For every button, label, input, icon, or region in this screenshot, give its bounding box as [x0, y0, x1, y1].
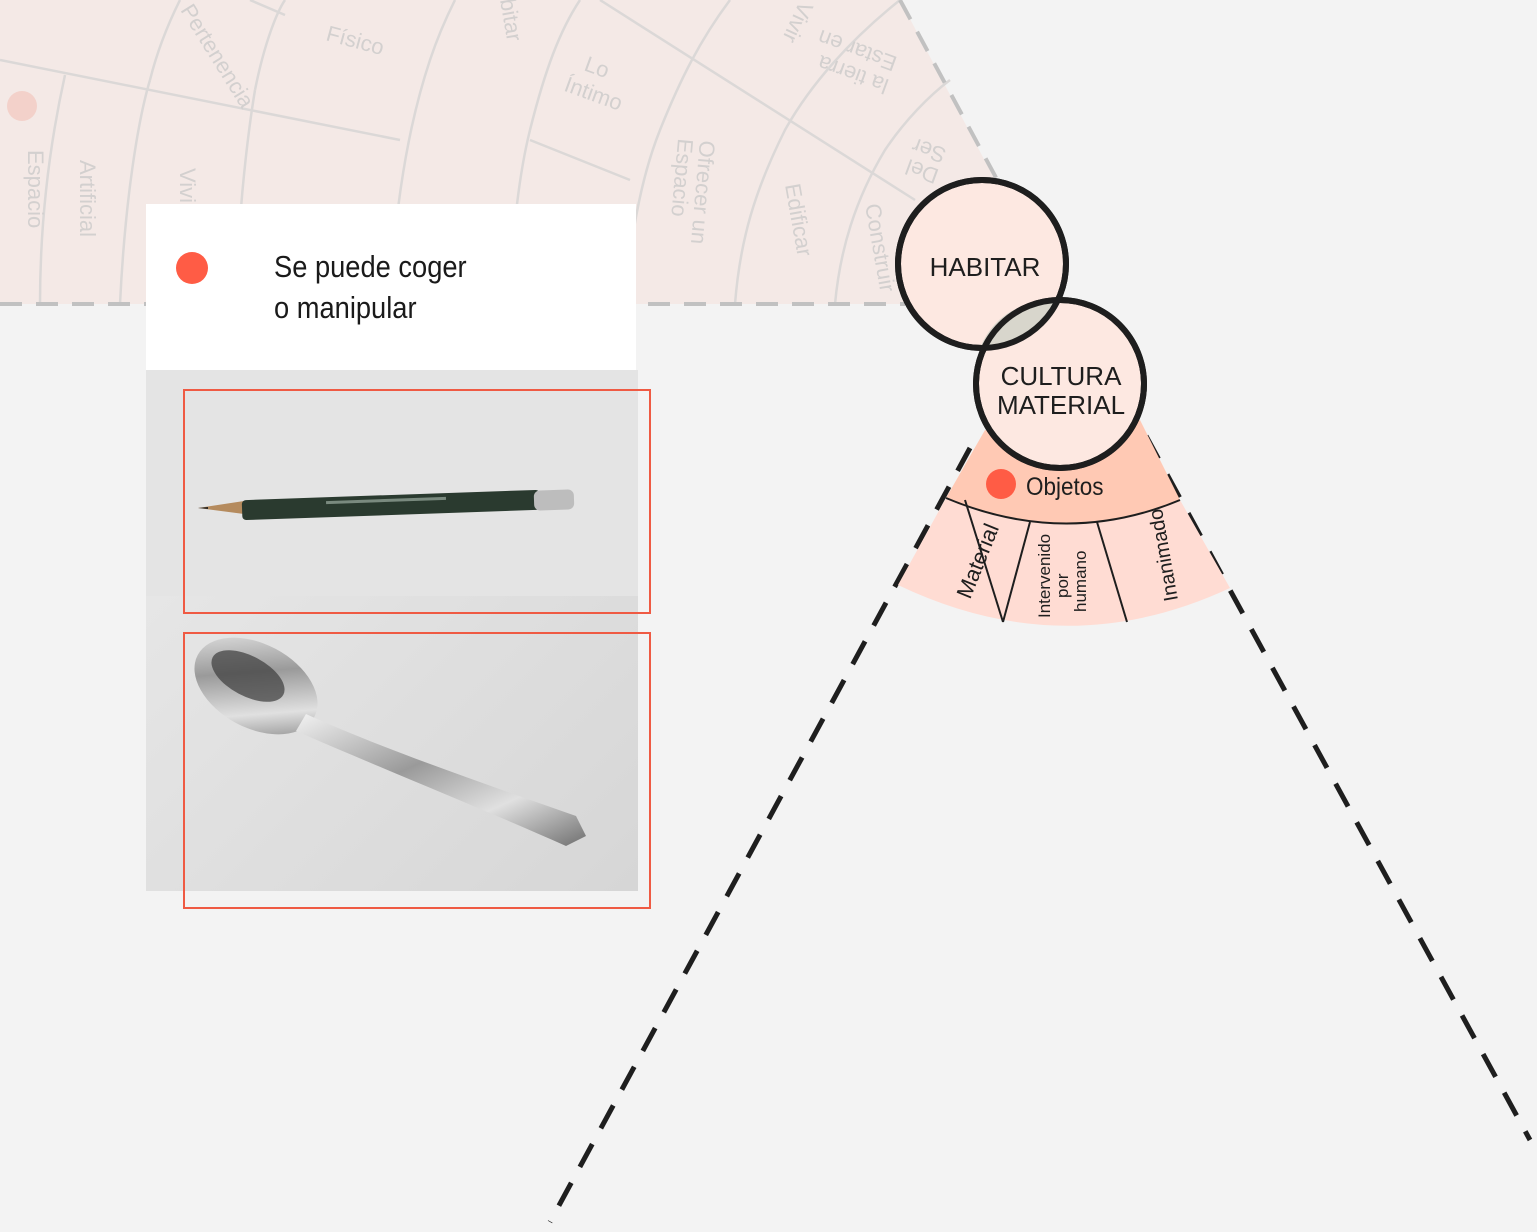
- habitar-label: HABITAR: [930, 252, 1041, 282]
- venn-overlap: [980, 300, 1060, 348]
- wheel-label-vivi: Vivi: [175, 168, 200, 203]
- wheel-label-espacio: Espacio: [23, 150, 48, 228]
- subcategory-intervenido-line1: Intervenido: [1035, 534, 1054, 618]
- legend-card: Se puede coger o manipular: [146, 204, 636, 370]
- pencil-icon: [198, 489, 575, 521]
- spoon-photo: [146, 596, 638, 891]
- legend-text: Se puede coger o manipular: [274, 246, 467, 328]
- legend-line-1: Se puede coger: [274, 249, 467, 284]
- pencil-photo: [146, 370, 638, 596]
- cultura-label: CULTURA: [1001, 361, 1123, 391]
- outer-ring: [898, 498, 1230, 626]
- spoon-icon: [194, 637, 586, 846]
- pencil-photo-frame: [183, 389, 651, 614]
- legend-marker-icon: [176, 252, 208, 284]
- venn-circles: HABITAR CULTURA MATERIAL: [895, 177, 1147, 471]
- legend-line-2: o manipular: [274, 290, 417, 325]
- subcategory-intervenido-line3: humano: [1071, 551, 1090, 612]
- spoon-photo-frame: [183, 632, 651, 909]
- subcategory-intervenido-line2: por: [1053, 573, 1072, 598]
- subcategory-intervenido: Intervenido por humano: [1035, 529, 1090, 618]
- category-objetos: Objetos: [1026, 473, 1104, 501]
- objetos-marker-icon: [986, 469, 1016, 499]
- material-label: MATERIAL: [997, 390, 1125, 420]
- wheel-label-artificial: Artificial: [75, 160, 100, 237]
- photo-panel: [146, 370, 638, 891]
